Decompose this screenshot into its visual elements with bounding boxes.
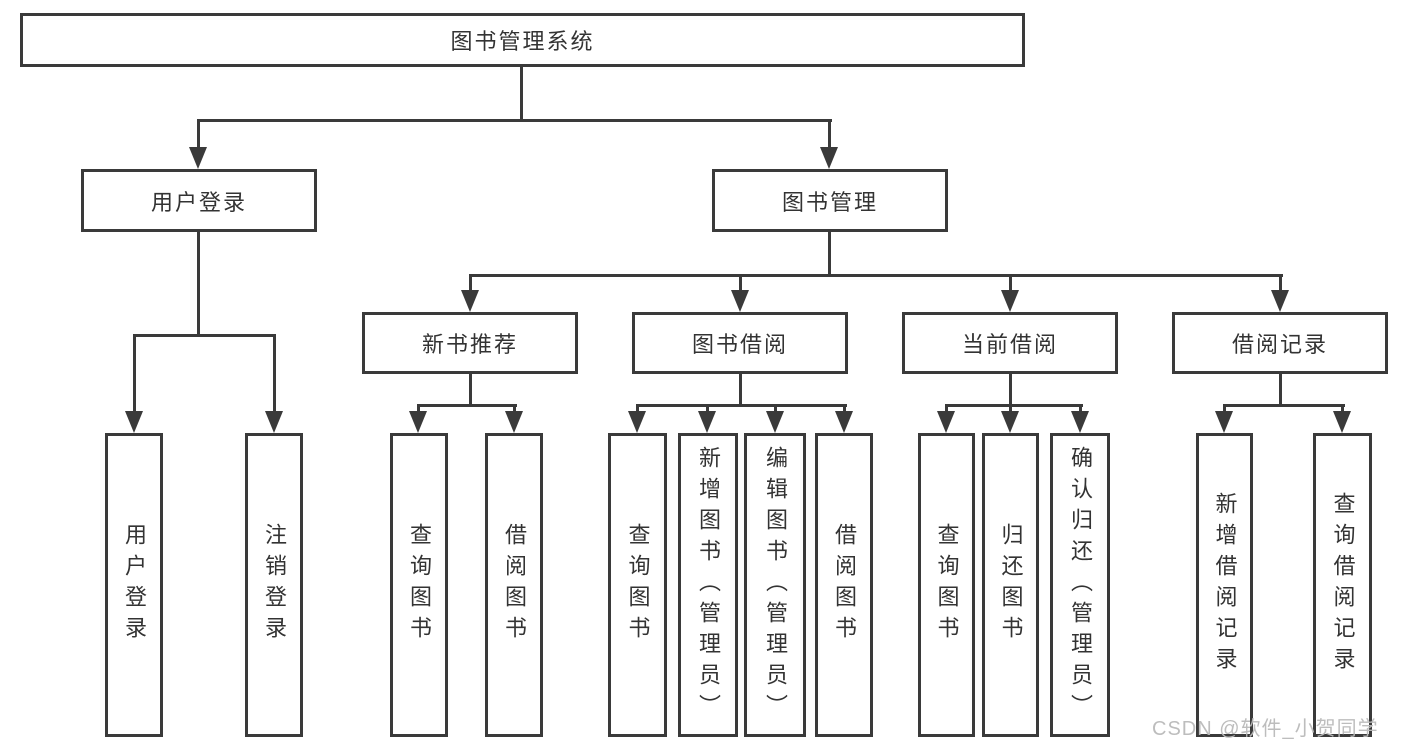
connector-module-branch: [1223, 404, 1345, 407]
connector-drop-user-login: [197, 119, 200, 149]
leaf-borrow-books-recommend: 借阅图书: [485, 433, 543, 737]
connector-module-stub: [469, 374, 472, 407]
connector-drop-leaf: [1009, 404, 1012, 414]
connector-drop-leaf: [843, 404, 846, 414]
connector-bookmgmt-stub: [828, 232, 831, 277]
leaf-add-borrow-record: 新增借阅记录: [1196, 433, 1253, 737]
node-borrow-records: 借阅记录: [1172, 312, 1388, 374]
leaf-edit-books-admin: 编辑图书（管理员）: [744, 433, 806, 737]
arrow-down-icon: [766, 411, 784, 433]
watermark-text: CSDN @软件_小贺同学: [1152, 718, 1379, 740]
leaf-query-borrow-record: 查询借阅记录: [1313, 433, 1372, 737]
connector-userlogin-branch: [133, 334, 276, 337]
arrow-down-icon: [265, 411, 283, 433]
arrow-down-icon: [1001, 290, 1019, 312]
arrow-down-icon: [820, 147, 838, 169]
node-book-management: 图书管理: [712, 169, 948, 232]
node-user-login: 用户登录: [81, 169, 317, 232]
connector-drop-leaf: [513, 404, 516, 414]
connector-module-branch: [945, 404, 1083, 407]
leaf-logout: 注销登录: [245, 433, 303, 737]
connector-module-stub: [739, 374, 742, 407]
connector-drop-leaf: [636, 404, 639, 414]
leaf-query-books-current: 查询图书: [918, 433, 975, 737]
connector-drop-module: [1279, 274, 1282, 292]
arrow-down-icon: [409, 411, 427, 433]
arrow-down-icon: [505, 411, 523, 433]
connector-drop-leaf: [945, 404, 948, 414]
node-library-system: 图书管理系统: [20, 13, 1025, 67]
arrow-down-icon: [189, 147, 207, 169]
arrow-down-icon: [628, 411, 646, 433]
node-book-borrow: 图书借阅: [632, 312, 848, 374]
connector-bookmgmt-branch: [469, 274, 1283, 277]
leaf-return-books: 归还图书: [982, 433, 1039, 737]
connector-module-branch: [636, 404, 847, 407]
arrow-down-icon: [731, 290, 749, 312]
leaf-query-books-borrow: 查询图书: [608, 433, 667, 737]
connector-drop-leaf: [417, 404, 420, 414]
connector-drop-leaf: [706, 404, 709, 414]
node-new-book-recommend: 新书推荐: [362, 312, 578, 374]
leaf-user-login: 用户登录: [105, 433, 163, 737]
connector-drop-leaf: [1079, 404, 1082, 414]
arrow-down-icon: [937, 411, 955, 433]
connector-drop-leaf: [133, 334, 136, 414]
arrow-down-icon: [1001, 411, 1019, 433]
leaf-add-books-admin: 新增图书（管理员）: [678, 433, 738, 737]
leaf-query-books-recommend: 查询图书: [390, 433, 448, 737]
connector-drop-module: [739, 274, 742, 292]
arrow-down-icon: [1215, 411, 1233, 433]
arrow-down-icon: [1333, 411, 1351, 433]
connector-drop-leaf: [774, 404, 777, 414]
connector-module-branch: [417, 404, 517, 407]
connector-module-stub: [1279, 374, 1282, 407]
connector-drop-leaf: [1223, 404, 1226, 414]
arrow-down-icon: [698, 411, 716, 433]
arrow-down-icon: [461, 290, 479, 312]
arrow-down-icon: [1271, 290, 1289, 312]
arrow-down-icon: [1071, 411, 1089, 433]
connector-root-branch: [197, 119, 832, 122]
connector-root-stub: [520, 67, 523, 122]
connector-drop-leaf: [1341, 404, 1344, 414]
connector-module-stub: [1009, 374, 1012, 407]
arrow-down-icon: [835, 411, 853, 433]
connector-userlogin-stub: [197, 232, 200, 337]
connector-drop-module: [469, 274, 472, 292]
connector-drop-leaf: [273, 334, 276, 414]
leaf-borrow-books: 借阅图书: [815, 433, 873, 737]
arrow-down-icon: [125, 411, 143, 433]
leaf-confirm-return-admin: 确认归还（管理员）: [1050, 433, 1110, 737]
connector-drop-module: [1009, 274, 1012, 292]
node-current-borrow: 当前借阅: [902, 312, 1118, 374]
connector-drop-book-mgmt: [828, 119, 831, 149]
